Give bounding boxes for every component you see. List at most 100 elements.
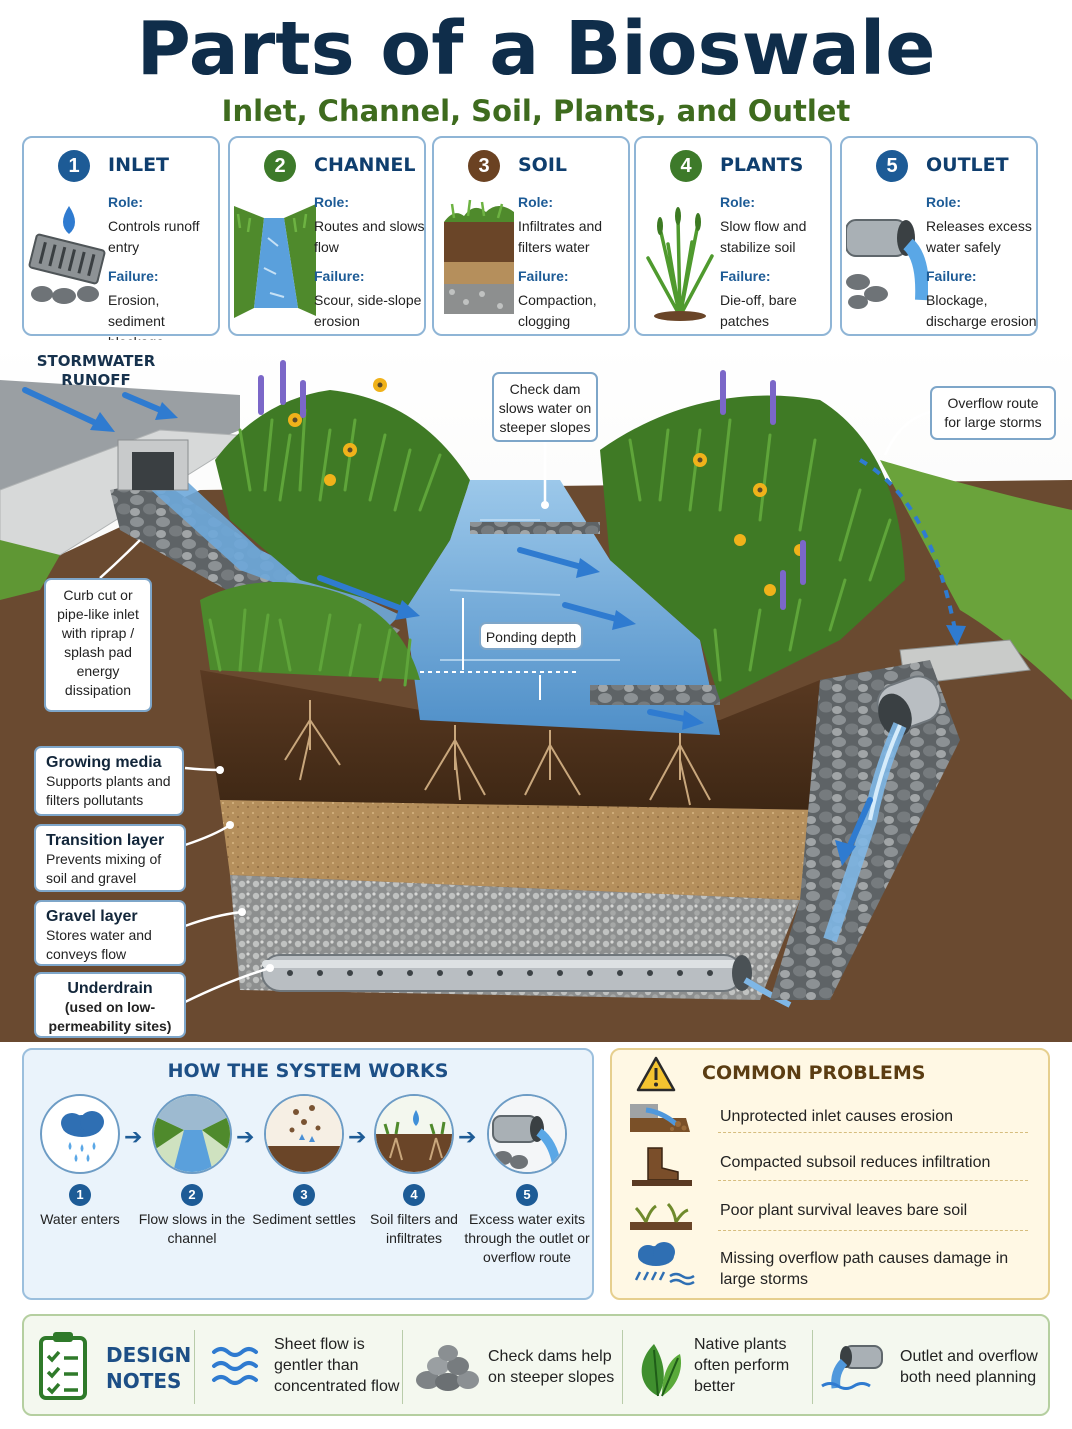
card-outlet: 5 OUTLET Role: Releases excess water safely… [840,136,1038,336]
overflow-route-callout: Overflow route for large storms [930,386,1056,440]
role-label: Role: [926,194,961,210]
role-text: Controls runoff entry [108,218,200,255]
soil-block-icon [438,198,520,324]
failure-label: Failure: [314,268,365,284]
warning-icon [636,1056,676,1092]
problem-text: Missing overflow path causes damage in l… [720,1250,1009,1288]
problem-text: Compacted subsoil reduces infiltration [720,1154,991,1171]
step-sediment-settles: 3 Sediment settles [244,1094,364,1229]
leaf-icon [634,1336,688,1400]
arrow-right-icon: ➔ [236,1124,255,1149]
role-label: Role: [314,194,349,210]
role-text: Slow flow and stabilize soil [720,218,807,255]
stormwater-runoff-label: STORMWATER RUNOFF [36,352,156,389]
bioswale-illustration [0,340,1072,1042]
boot-icon [626,1144,706,1188]
dying-plant-icon [626,1192,706,1236]
step-water-enters: 1 Water enters [20,1094,140,1229]
layer-transition: Transition layer Prevents mixing of soil… [34,824,186,892]
problem-text: Poor plant survival leaves bare soil [720,1202,968,1219]
bioswale-cross-section: STORMWATER RUNOFF Check dam slows water … [0,340,1072,1042]
problems-title: COMMON PROBLEMS [702,1062,926,1084]
card-title: INLET [108,154,170,176]
layer-desc: (used on low-permeability sites) [48,999,172,1034]
step-text: Flow slows in the channel [138,1211,246,1246]
inlet-callout: Curb cut or pipe-like inlet with riprap … [44,578,152,712]
arrow-right-icon: ➔ [124,1124,143,1149]
failure-label: Failure: [720,268,771,284]
how-system-works-panel: HOW THE SYSTEM WORKS 1 Water enters ➔ 2 … [22,1048,594,1300]
arrow-right-icon: ➔ [458,1124,477,1149]
stones-icon [414,1344,480,1392]
failure-text: Die-off, bare patches [720,292,797,329]
problem-item: Poor plant survival leaves bare soil [624,1192,1042,1238]
eroded-inlet-icon [626,1098,706,1142]
layer-gravel: Gravel layer Stores water and conveys fl… [34,900,186,966]
divider [402,1330,403,1404]
clipboard-checklist-icon [38,1330,88,1402]
pipe-outlet-icon [845,198,930,324]
channel-icon [234,198,316,324]
note-text: Outlet and overflow both need planning [900,1348,1038,1386]
layer-desc: Prevents mixing of soil and gravel [46,851,162,886]
layer-desc: Supports plants and filters pollutants [46,773,171,808]
check-dam-callout: Check dam slows water on steeper slopes [492,372,598,442]
sediment-icon [264,1094,344,1174]
layer-title: Transition layer [46,832,165,849]
soil-filter-icon [374,1094,454,1174]
step-flow-slows: 2 Flow slows in the channel [132,1094,252,1248]
role-label: Role: [518,194,553,210]
failure-text: Scour, side-slope erosion [314,292,422,329]
note-text: Native plants often perform better [694,1336,790,1395]
card-title: PLANTS [720,154,804,176]
step-number: 5 [516,1184,538,1206]
problem-item: Unprotected inlet causes erosion [624,1098,1042,1144]
step-water-exits: 5 Excess water exits through the outlet … [464,1094,590,1267]
role-label: Role: [108,194,143,210]
storm-cloud-icon [626,1240,706,1286]
step-number: 1 [69,1184,91,1206]
card-title: OUTLET [926,154,1009,176]
failure-text: Blockage, discharge erosion [926,292,1037,329]
design-note-item: Sheet flow is gentler than concentrated … [206,1330,406,1404]
step-text: Excess water exits through the outlet or… [464,1211,590,1265]
card-number: 5 [876,150,908,182]
card-number: 1 [58,150,90,182]
how-title: HOW THE SYSTEM WORKS [167,1060,449,1082]
layer-underdrain: Underdrain (used on low-permeability sit… [34,972,186,1038]
ponding-depth-label: Ponding depth [479,622,583,650]
page-title: Parts of a Bioswale [136,6,936,92]
step-number: 3 [293,1184,315,1206]
divider [718,1132,1028,1133]
note-text: Sheet flow is gentler than concentrated … [274,1336,400,1395]
step-soil-filters: 4 Soil filters and infiltrates [354,1094,474,1248]
role-label: Role: [720,194,755,210]
step-number: 2 [181,1184,203,1206]
channel-flow-icon [152,1094,232,1174]
common-problems-panel: COMMON PROBLEMS Unprotected inlet causes… [610,1048,1050,1300]
layer-growing-media: Growing media Supports plants and filter… [34,746,184,816]
divider [194,1330,195,1404]
design-note-item: Native plants often perform better [630,1330,820,1404]
divider [622,1330,623,1404]
layer-title: Growing media [46,754,162,771]
failure-text: Compaction, clogging [518,292,597,329]
layer-desc: Stores water and conveys flow [46,927,152,962]
role-text: Releases excess water safely [926,218,1032,255]
layer-title: Gravel layer [46,908,138,925]
layer-title: Underdrain [67,980,153,997]
step-text: Water enters [40,1211,120,1227]
design-notes-title: DESIGN NOTES [106,1343,192,1393]
outflow-icon [820,1340,890,1394]
card-title: SOIL [518,154,568,176]
step-text: Sediment settles [252,1211,356,1227]
divider [718,1180,1028,1181]
failure-label: Failure: [518,268,569,284]
waves-icon [210,1342,260,1392]
card-number: 2 [264,150,296,182]
design-note-item: Outlet and overflow both need planning [820,1330,1050,1404]
